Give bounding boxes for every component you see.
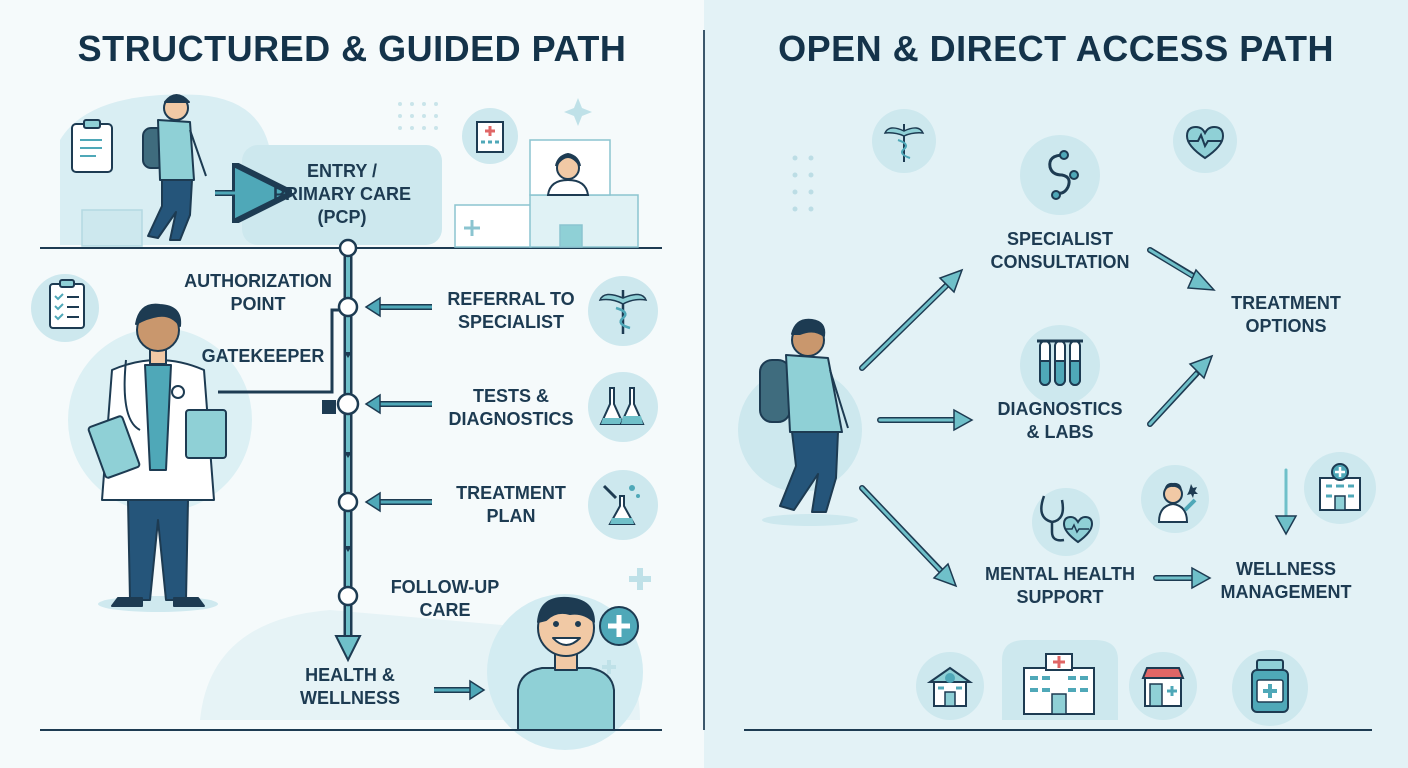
gatekeeper-connector [218,308,340,394]
hospital-icon [1023,653,1095,715]
caduceus-icon [883,124,925,162]
specialist-consultation-label: SPECIALIST CONSULTATION [990,229,1130,272]
structured-path-title: STRUCTURED & GUIDED PATH [77,28,627,69]
desk-left [81,209,143,247]
panel-divider [703,30,705,730]
step-tests-label: TESTS & DIAGNOSTICS [448,386,574,429]
step-arrows [364,296,486,701]
authorization-point-label: AUTHORIZATION POINT [184,271,332,314]
mental-health-support-label: MENTAL HEALTH SUPPORT [985,564,1135,607]
follow-up-care-label: FOLLOW-UP CARE [390,577,500,620]
pathway-chevrons [344,352,352,552]
decor-dots-left [398,102,438,130]
right-flow-arrows [859,247,1298,590]
medicine-jar-icon [1251,659,1289,713]
direct-access-title: OPEN & DIRECT ACCESS PATH [778,28,1334,69]
pcp-box [242,145,442,245]
clipboard-icon [71,119,113,173]
pathway-arrowhead [334,635,362,663]
gatekeeper-label: GATEKEEPER [201,346,325,366]
stethoscope-heart-icon [1040,495,1094,544]
checklist-icon [31,274,99,342]
stethoscope-icon [1048,150,1079,200]
doctor-icon [1157,482,1198,523]
plus-badge [599,606,639,646]
hospital-building-icon [1319,463,1361,511]
hospital-icon [462,108,518,164]
decor-plus [564,98,651,674]
caduceus-icon [588,276,658,346]
pathway-nodes [336,238,360,607]
happy-patient-figure [517,596,615,731]
receptionist-figure [546,152,590,196]
pcp-entry-label: ENTRY / PRIMARY CARE (PCP) [272,161,411,227]
walking-person-figure [759,318,858,526]
heartbeat-icon [1185,125,1225,160]
step-treatment-label: TREATMENT PLAN [456,483,566,526]
pharmacy-store-icon [1141,667,1185,707]
decor-dots-right [792,155,814,212]
wellness-management-label: WELLNESS MANAGEMENT [1220,559,1352,602]
walking-patient-figure [142,94,207,241]
health-wellness-label: HEALTH & WELLNESS [299,665,400,708]
lab-treatment-icon [588,470,658,540]
gatekeeper-doctor-figure [87,303,227,612]
test-tubes-icon [1037,339,1083,386]
step-referral-label: REFERRAL TO SPECIALIST [447,289,575,332]
diagnostics-labs-label: DIAGNOSTICS & LABS [997,399,1123,442]
clinic-icon [926,666,974,707]
treatment-options-label: TREATMENT OPTIONS [1231,293,1341,336]
flasks-icon [588,372,658,442]
